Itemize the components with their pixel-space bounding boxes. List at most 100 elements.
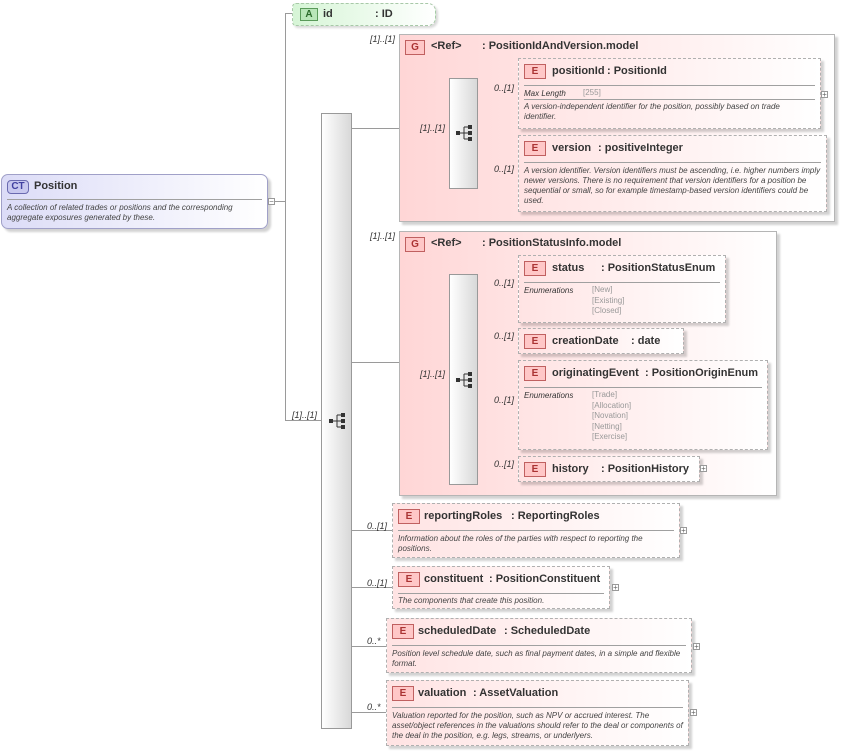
enum-value: [Closed] (592, 306, 622, 315)
element-type: : ScheduledDate (504, 625, 591, 637)
enum-value: [Allocation] (592, 400, 632, 410)
element-doc: Valuation reported for the position, suc… (392, 711, 683, 740)
complex-type-position[interactable]: CT Position A collection of related trad… (1, 174, 268, 229)
complex-type-doc: A collection of related trades or positi… (7, 203, 233, 222)
element-name: version (552, 142, 592, 154)
separator (524, 162, 821, 163)
element-badge: E (524, 366, 546, 381)
connector (352, 530, 392, 531)
enum-value: [Exercise] (592, 432, 628, 441)
element-valuation[interactable]: E valuation : AssetValuation Valuation r… (386, 680, 689, 746)
element-type: : date (631, 335, 661, 347)
multiplicity: 0..[1] (494, 83, 515, 93)
multiplicity: [1]..[1] (420, 369, 446, 379)
separator (7, 199, 262, 200)
multiplicity: [1]..[1] (370, 231, 396, 241)
connector (285, 420, 321, 421)
element-constituent[interactable]: E constituent : PositionConstituent The … (392, 566, 610, 609)
multiplicity: [1]..[1] (292, 410, 318, 420)
expand-icon[interactable]: + (612, 583, 619, 592)
element-scheduled-date[interactable]: E scheduledDate : ScheduledDate Position… (386, 618, 692, 673)
group-badge: G (405, 237, 425, 252)
facet-value: [255] (583, 88, 601, 97)
separator (524, 282, 720, 283)
element-type: : positiveInteger (598, 142, 683, 154)
element-originating-event[interactable]: E originatingEvent : PositionOriginEnum … (518, 360, 768, 450)
element-type: : PositionHistory (601, 463, 690, 475)
element-badge: E (392, 686, 414, 701)
element-doc: A version identifier. Version identifier… (524, 166, 821, 205)
attribute-id[interactable]: A id : ID (292, 3, 436, 26)
attribute-name: id (323, 8, 333, 20)
separator (524, 387, 762, 388)
separator (392, 707, 683, 708)
enum-value: [New] (592, 285, 613, 294)
element-type: : AssetValuation (473, 687, 559, 699)
separator (524, 99, 815, 100)
expand-icon[interactable]: + (690, 708, 697, 717)
attribute-type: : ID (375, 8, 393, 20)
element-type: : PositionId (607, 65, 667, 77)
element-name: constituent (424, 573, 484, 585)
multiplicity: 0..[1] (494, 331, 515, 341)
element-name: reportingRoles (424, 510, 503, 522)
element-doc: Information about the roles of the parti… (398, 534, 643, 553)
enum-value: [Novation] (592, 411, 629, 420)
multiplicity: 0..[1] (494, 278, 515, 288)
group-name: : PositionIdAndVersion.model (482, 40, 639, 52)
element-doc: The components that create this position… (398, 596, 545, 605)
separator (524, 85, 815, 86)
multiplicity: 0..[1] (367, 521, 388, 531)
element-badge: E (524, 261, 546, 276)
connector (285, 13, 286, 421)
element-creation-date[interactable]: E creationDate : date (518, 328, 684, 354)
element-position-id[interactable]: E positionId : PositionId Max Length [25… (518, 58, 821, 129)
expand-icon[interactable]: + (821, 90, 828, 99)
element-doc: A version-independent identifier for the… (524, 102, 780, 121)
element-badge: E (398, 509, 420, 524)
multiplicity: 0..[1] (494, 164, 515, 174)
element-history[interactable]: E history : PositionHistory (518, 456, 700, 482)
element-badge: E (524, 334, 546, 349)
attribute-badge: A (300, 8, 318, 21)
multiplicity: 0..[1] (367, 578, 388, 588)
separator (398, 530, 674, 531)
enum-label: Enumerations (524, 286, 574, 295)
element-doc: Position level schedule date, such as fi… (392, 649, 681, 668)
expand-icon[interactable]: + (700, 464, 707, 473)
element-badge: E (398, 572, 420, 587)
element-reporting-roles[interactable]: E reportingRoles : ReportingRoles Inform… (392, 503, 680, 558)
expand-icon[interactable]: + (693, 642, 700, 651)
element-name: status (552, 262, 585, 274)
multiplicity: 0..[1] (494, 395, 515, 405)
group-ref: <Ref> (431, 237, 462, 249)
element-status[interactable]: E status : PositionStatusEnum Enumeratio… (518, 255, 726, 323)
separator (392, 645, 686, 646)
sequence-icon (456, 372, 472, 388)
group-name: : PositionStatusInfo.model (482, 237, 622, 249)
multiplicity: [1]..[1] (370, 34, 396, 44)
element-badge: E (524, 64, 546, 79)
complex-type-badge: CT (7, 180, 29, 194)
enum-value: [Netting] (592, 421, 622, 431)
complex-type-name: Position (34, 180, 78, 192)
connector (285, 13, 295, 14)
sequence-icon (456, 125, 472, 141)
collapse-icon[interactable]: − (268, 197, 275, 206)
connector (268, 201, 286, 202)
multiplicity: [1]..[1] (420, 123, 446, 133)
facet-label: Max Length (524, 89, 566, 98)
element-type: : PositionOriginEnum (645, 367, 759, 379)
enum-value: [Trade] (592, 390, 618, 399)
connector (352, 587, 392, 588)
element-type: : PositionStatusEnum (601, 262, 716, 274)
element-name: originatingEvent (552, 367, 639, 379)
element-badge: E (392, 624, 414, 639)
group-badge: G (405, 40, 425, 55)
element-name: creationDate (552, 335, 619, 347)
element-version[interactable]: E version : positiveInteger A version id… (518, 135, 827, 212)
expand-icon[interactable]: + (680, 526, 687, 535)
multiplicity: 0..[1] (494, 459, 515, 469)
connector (352, 362, 400, 363)
element-name: scheduledDate (418, 625, 497, 637)
